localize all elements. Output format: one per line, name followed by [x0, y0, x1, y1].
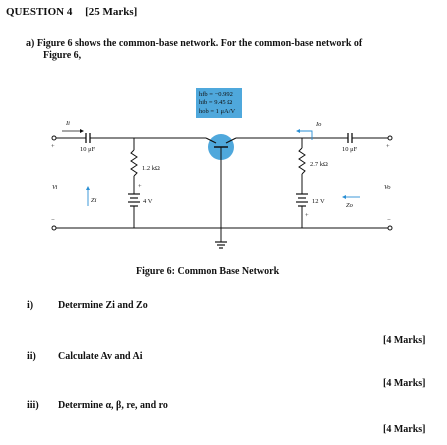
rc-resistor [298, 147, 306, 175]
rc-label: 2.7 kΩ [310, 161, 328, 168]
vee-label: 4 V [143, 198, 153, 205]
re-resistor [130, 149, 138, 177]
re-label: 1.2 kΩ [142, 165, 160, 172]
output-terminal-bottom [387, 225, 393, 231]
params-box [196, 88, 242, 118]
question-marks: [25 Marks] [85, 6, 138, 18]
param-hib: hib = 9.45 Ω [199, 99, 232, 106]
vcc-plus: + [305, 212, 309, 219]
param-hfb: hfb = −0.992 [199, 91, 233, 98]
vi-minus: − [51, 217, 55, 224]
subq-num-3: iii) [27, 400, 39, 411]
vo-plus: + [386, 143, 390, 150]
ii-label: Ii [65, 120, 70, 127]
subq-num-2: ii) [27, 351, 36, 362]
subq-num-1: i) [27, 300, 34, 311]
subq-marks-1: [4 Marks] [383, 335, 426, 346]
subq-text-2: Calculate Av and Ai [58, 351, 143, 362]
cap-out-label: 10 μF [342, 146, 358, 153]
subq-marks-3: [4 Marks] [383, 424, 426, 435]
vee-plus: + [138, 183, 142, 190]
param-hob: hob = 1 μA/V [199, 108, 236, 115]
cap-in-label: 10 μF [80, 146, 96, 153]
part-a-line1: a) Figure 6 shows the common-base networ… [26, 38, 363, 49]
output-terminal-top [387, 135, 393, 141]
question-title: QUESTION 4 [6, 6, 73, 18]
input-terminal-top [51, 135, 57, 141]
zi-label: Zi [91, 197, 97, 204]
subq-text-3: Determine α, β, re, and ro [58, 400, 168, 411]
vo-minus: − [387, 217, 391, 224]
zo-label: Zo [346, 202, 354, 209]
subq-text-1: Determine Zi and Zo [58, 300, 148, 311]
part-a-line2: Figure 6, [43, 50, 82, 61]
figure-caption: Figure 6: Common Base Network [136, 266, 280, 277]
io-label: Io [315, 121, 322, 128]
vi-label: Vi [52, 184, 57, 191]
vo-label: Vo [384, 184, 391, 191]
question-header: QUESTION 4 [25 Marks] [6, 6, 137, 18]
vcc-label: 12 V [312, 198, 325, 205]
vi-plus: + [51, 143, 55, 150]
subq-marks-2: [4 Marks] [383, 378, 426, 389]
input-terminal-bottom [51, 225, 57, 231]
